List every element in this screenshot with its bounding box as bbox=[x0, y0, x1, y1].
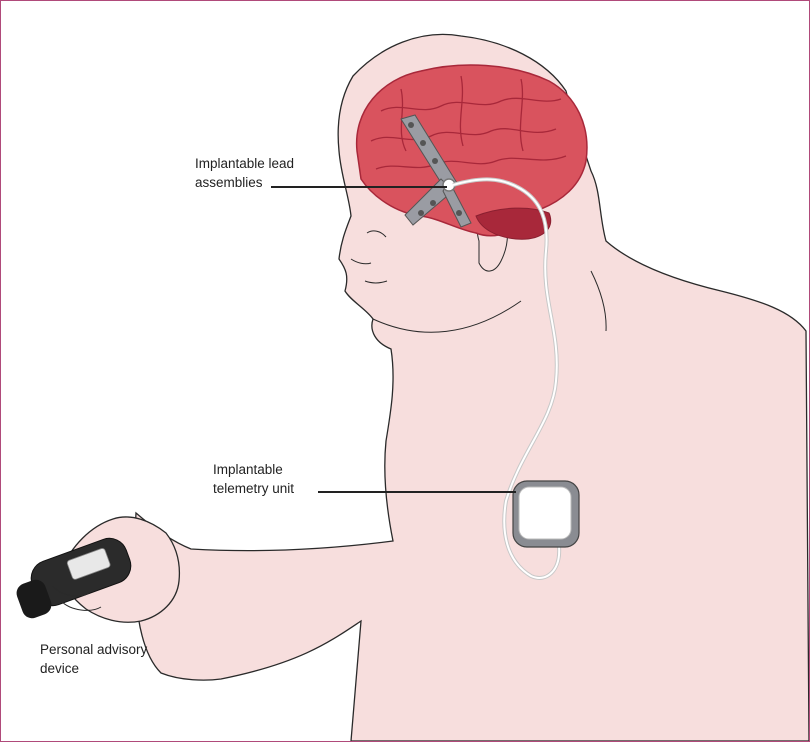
leader-line-telemetry bbox=[318, 491, 516, 493]
leader-line-leads bbox=[271, 186, 447, 188]
label-lead-assemblies: Implantable lead assemblies bbox=[195, 154, 294, 192]
label-advisory-device: Personal advisory device bbox=[40, 640, 147, 678]
label-telemetry-unit: Implantable telemetry unit bbox=[213, 460, 294, 498]
telemetry-unit bbox=[513, 481, 579, 547]
